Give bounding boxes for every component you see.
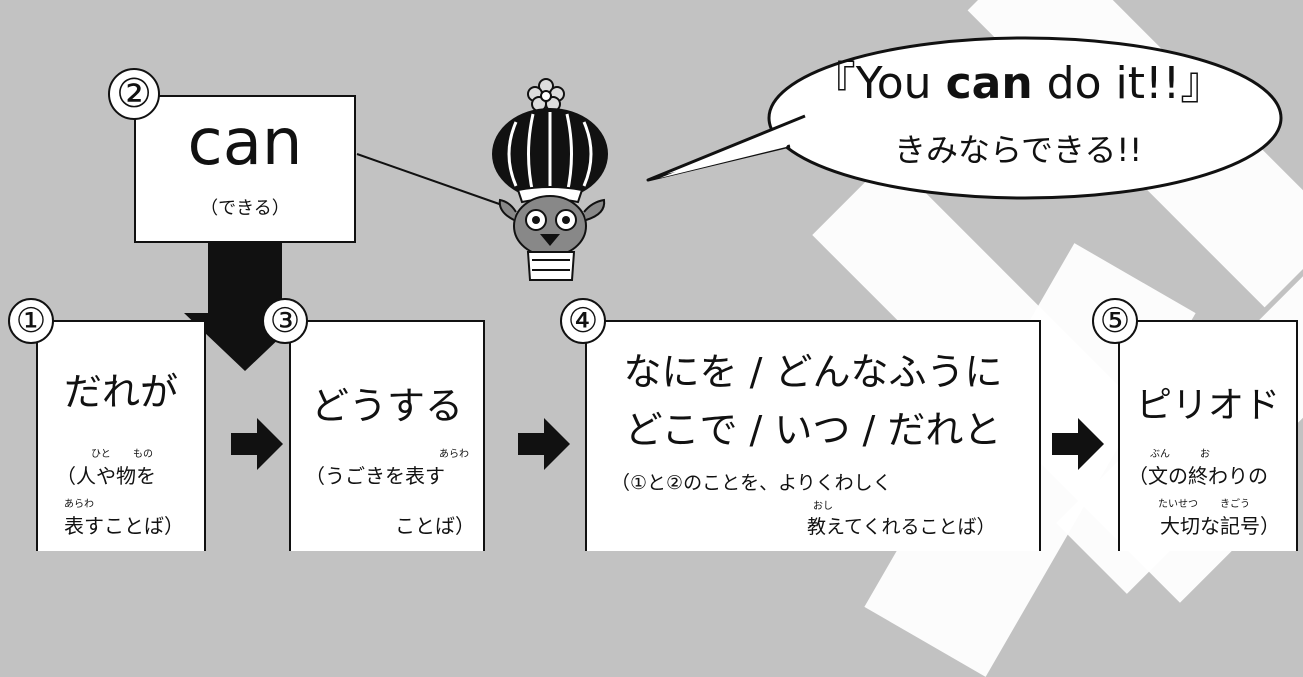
step-number-4: ④ [560,298,606,344]
right-arrow-icon [518,418,570,470]
step-number-3: ③ [262,298,308,344]
step-number-2: ② [108,68,160,120]
can-meaning: （できる） [200,198,290,219]
step-title-line1: なにを / どんなふうに [623,350,1003,394]
step-number-1: ① [8,298,54,344]
step-description-line1: （文の終わりの [1128,464,1268,488]
step-box-3: どうする あらわ （うごきを表す ことば） [289,320,485,551]
ruby-text: あらわ [439,449,469,460]
ruby-text: あらわ [64,499,94,510]
step-description-line2: ことば） [395,514,475,538]
step-description-line2: 教えてくれることば） [807,516,996,538]
step-description-line2: 表すことば） [64,514,184,538]
can-box: can （できる） [134,95,356,243]
flower-icon [527,78,565,112]
can-word: can [187,106,303,180]
right-arrow-icon [1052,418,1104,470]
step-title: どうする [310,384,463,428]
step-description-line1: （人や物を [56,464,156,488]
step-number-5: ⑤ [1092,298,1138,344]
mascot-illustration [492,78,608,281]
connector-line [356,153,506,207]
step-box-1: だれが ひと もの （人や物を あらわ 表すことば） [36,320,206,551]
step-title-line2: どこで / いつ / だれと [624,408,1002,452]
ruby-text: きごう [1220,499,1250,510]
bubble-line1: 『You can do it!!』 [811,58,1225,109]
step-description-line2: 大切な記号） [1160,514,1280,538]
right-arrow-icon [231,418,283,470]
step-box-5: ピリオド ぶん お （文の終わりの たいせつ きごう 大切な記号） [1118,320,1298,551]
ruby-text: ひと [91,449,111,460]
ruby-text: もの [133,449,153,460]
step-description-line1: （①と②のことを、よりくわしく [611,472,892,494]
ruby-text: おし [813,501,833,512]
bubble-line2: きみならできる!! [893,131,1143,169]
step-box-4: なにを / どんなふうに どこで / いつ / だれと （①と②のことを、よりく… [585,320,1041,551]
step-description-line1: （うごきを表す [305,464,445,488]
step-title: ピリオド [1135,385,1280,426]
ruby-text: ぶん [1150,449,1170,460]
step-title: だれが [63,370,178,414]
speech-bubble [646,36,1283,200]
ruby-text: お [1200,449,1210,460]
ruby-text: たいせつ [1158,499,1198,510]
